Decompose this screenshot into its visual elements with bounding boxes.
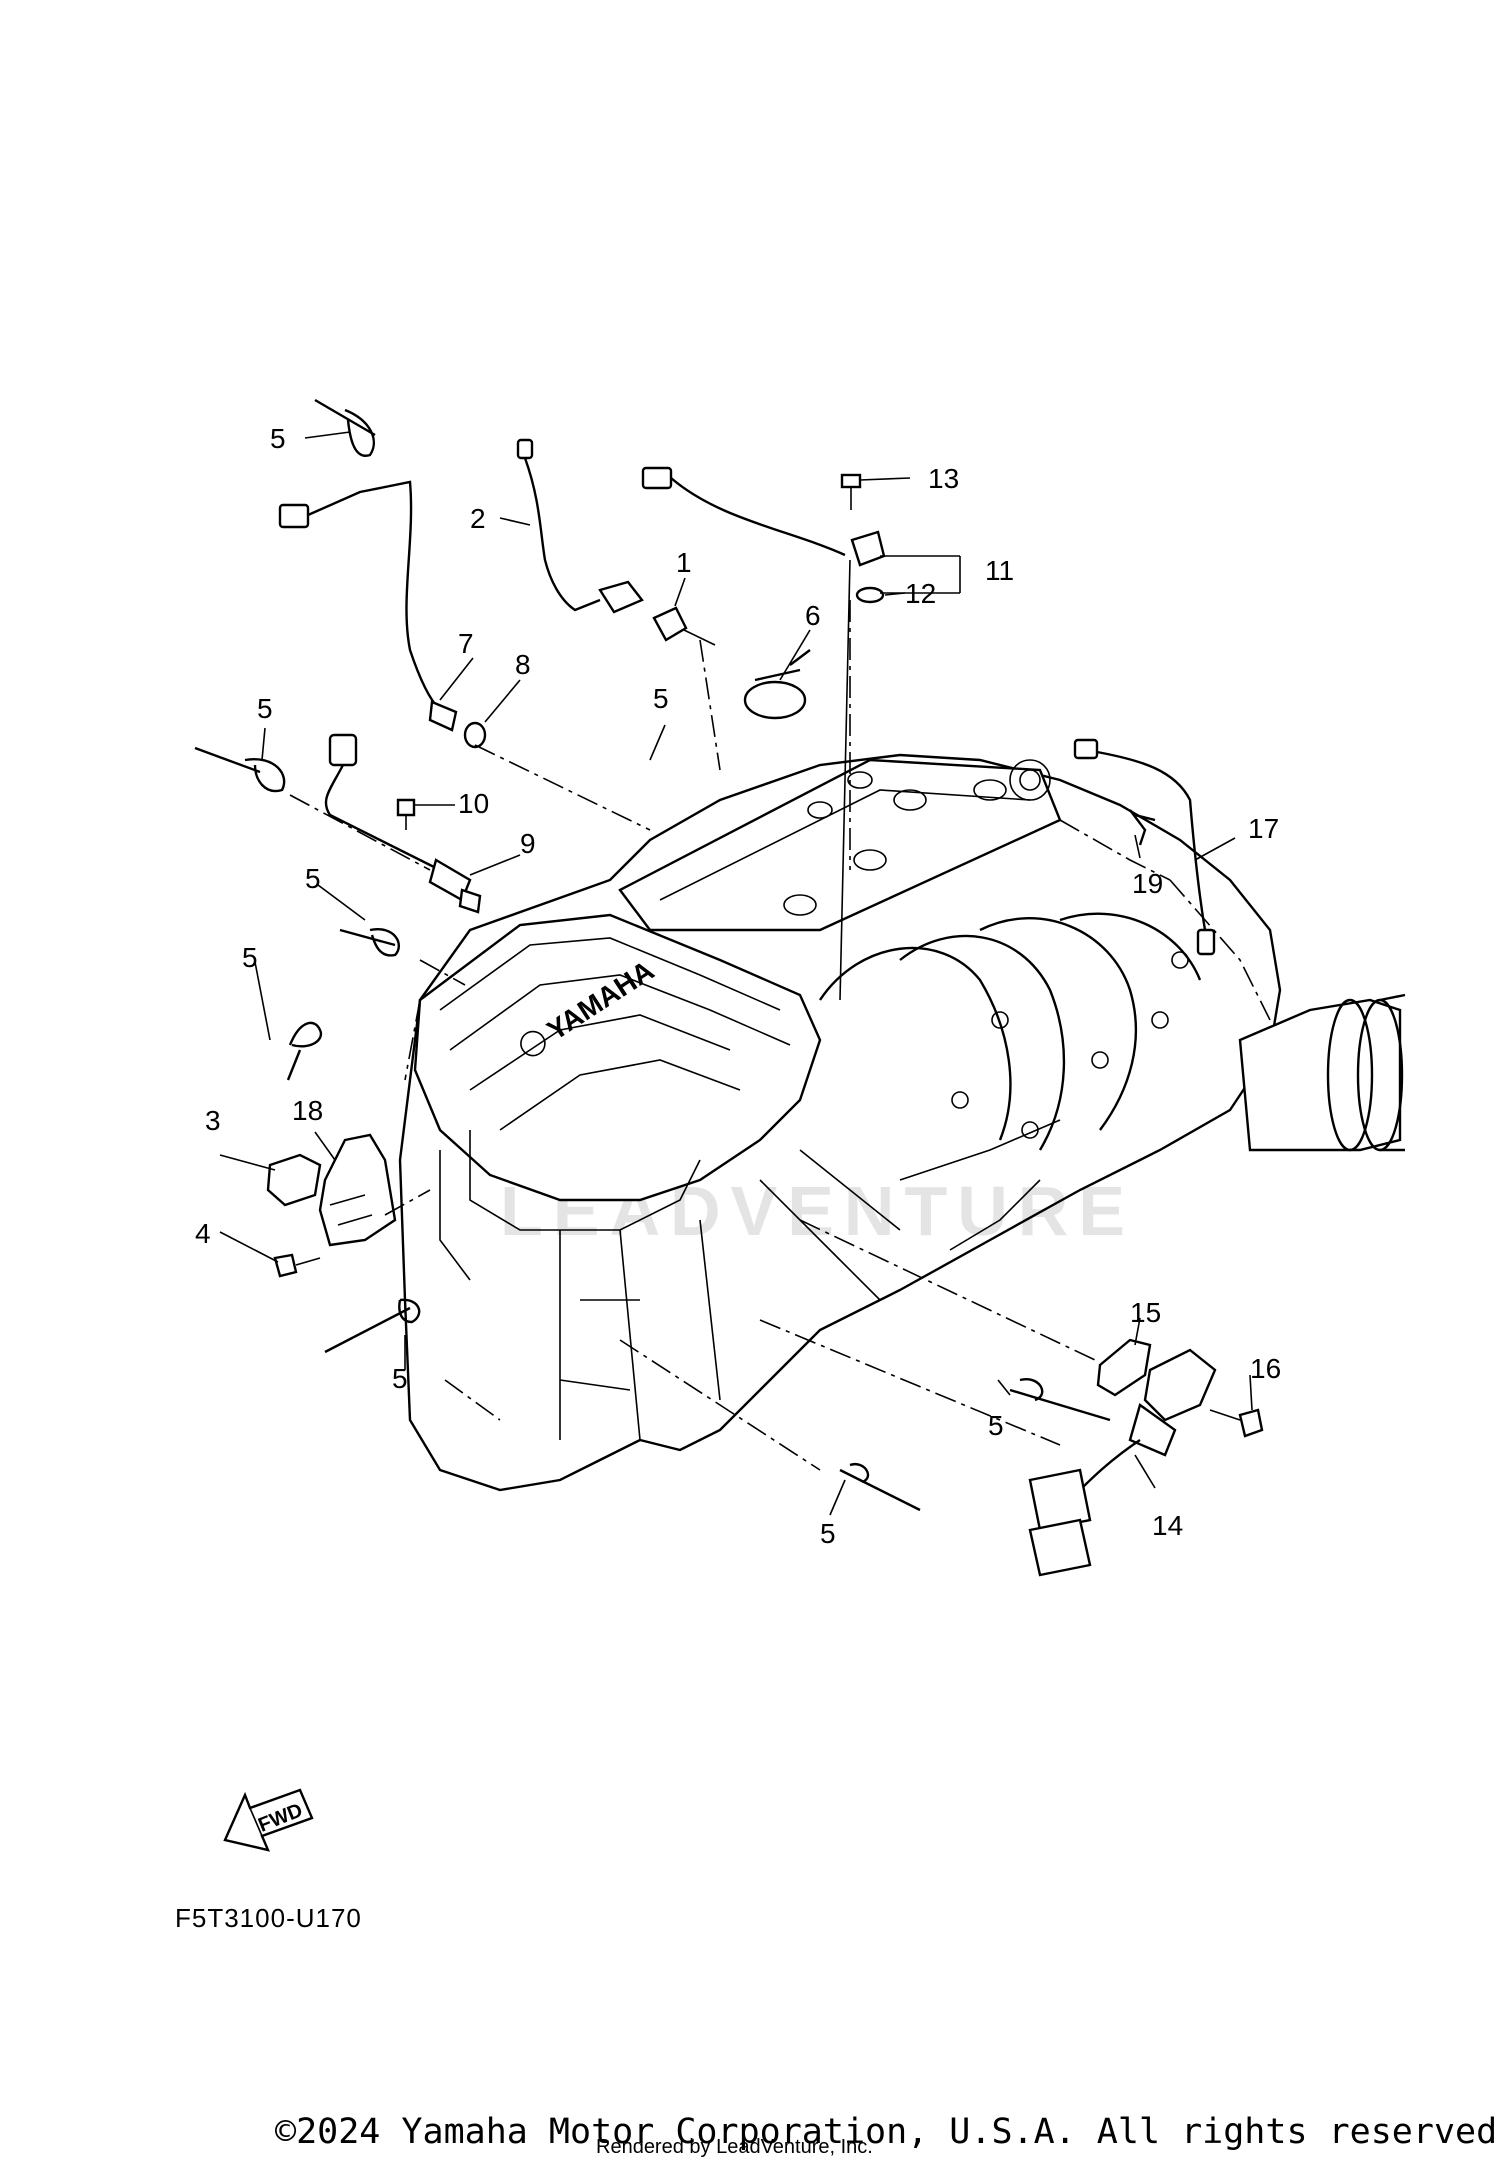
callout-18: 18 — [292, 1095, 323, 1126]
callout-5: 5 — [270, 423, 286, 454]
callout-19: 19 — [1132, 868, 1163, 899]
callout-5: 5 — [653, 683, 669, 714]
part-4-bolt — [273, 1253, 321, 1278]
fwd-label: FWD — [255, 1799, 305, 1836]
diagram-code: F5T3100-U170 — [175, 1903, 362, 1933]
callout-8: 8 — [515, 649, 531, 680]
engine-block: YAMAHA — [398, 753, 1406, 1492]
callout-17: 17 — [1248, 813, 1279, 844]
part-6-band — [743, 649, 811, 720]
callout-4: 4 — [195, 1218, 211, 1249]
callout-5: 5 — [257, 693, 273, 724]
part-7-sensor-lead — [278, 480, 458, 732]
part-5-band-bottom — [839, 1462, 921, 1512]
part-8-washer — [463, 721, 487, 749]
part-17-sensor — [1073, 738, 1216, 956]
part-5-band-low — [286, 1021, 323, 1081]
part-3-sensor — [266, 1153, 322, 1207]
callout-12: 12 — [905, 578, 936, 609]
callout-5: 5 — [820, 1518, 836, 1549]
part-14-sensor-harness — [1028, 1348, 1217, 1577]
callout-9: 9 — [520, 828, 536, 859]
callout-6: 6 — [805, 600, 821, 631]
callout-10: 10 — [458, 788, 489, 819]
part-5-band-lower-mid — [1009, 1378, 1111, 1422]
callout-leaders — [219, 431, 1253, 1516]
callout-15: 15 — [1130, 1297, 1161, 1328]
callout-5: 5 — [242, 942, 258, 973]
callout-5: 5 — [305, 863, 321, 894]
part-5-band-top — [314, 398, 376, 457]
part-2-sensor-lead — [516, 438, 644, 614]
part-16-bolt — [1209, 1408, 1264, 1438]
copyright-notice: ©2024 Yamaha Motor Corporation, U.S.A. A… — [275, 2112, 1500, 2152]
callout-7: 7 — [458, 628, 474, 659]
part-5-band-mid — [339, 928, 401, 957]
callout-1: 1 — [676, 547, 692, 578]
part-15-gasket — [1096, 1338, 1152, 1397]
callout-5: 5 — [988, 1410, 1004, 1441]
part-18-bracket — [318, 1133, 397, 1247]
callout-5: 5 — [392, 1363, 408, 1394]
part-10-bolt — [396, 798, 416, 830]
fwd-arrow-icon: FWD — [223, 1788, 314, 1852]
callout-3: 3 — [205, 1105, 221, 1136]
part-5-band-left — [194, 746, 286, 793]
callout-2: 2 — [470, 503, 486, 534]
part-12-o-ring — [855, 586, 885, 604]
callout-16: 16 — [1250, 1353, 1281, 1384]
callout-11: 11 — [985, 555, 1014, 586]
part-19-clip — [1129, 809, 1156, 846]
part-13-bolt — [840, 473, 862, 510]
part-9-sensor — [324, 733, 482, 914]
rendered-by-notice: Rendered by LeadVenture, Inc. — [596, 2136, 873, 2158]
part-1-sensor — [652, 606, 716, 646]
part-5-band-lower-left — [324, 1298, 421, 1354]
callout-14: 14 — [1152, 1510, 1183, 1541]
part-11-sensor-assy — [641, 466, 886, 1001]
callout-13: 13 — [928, 463, 959, 494]
